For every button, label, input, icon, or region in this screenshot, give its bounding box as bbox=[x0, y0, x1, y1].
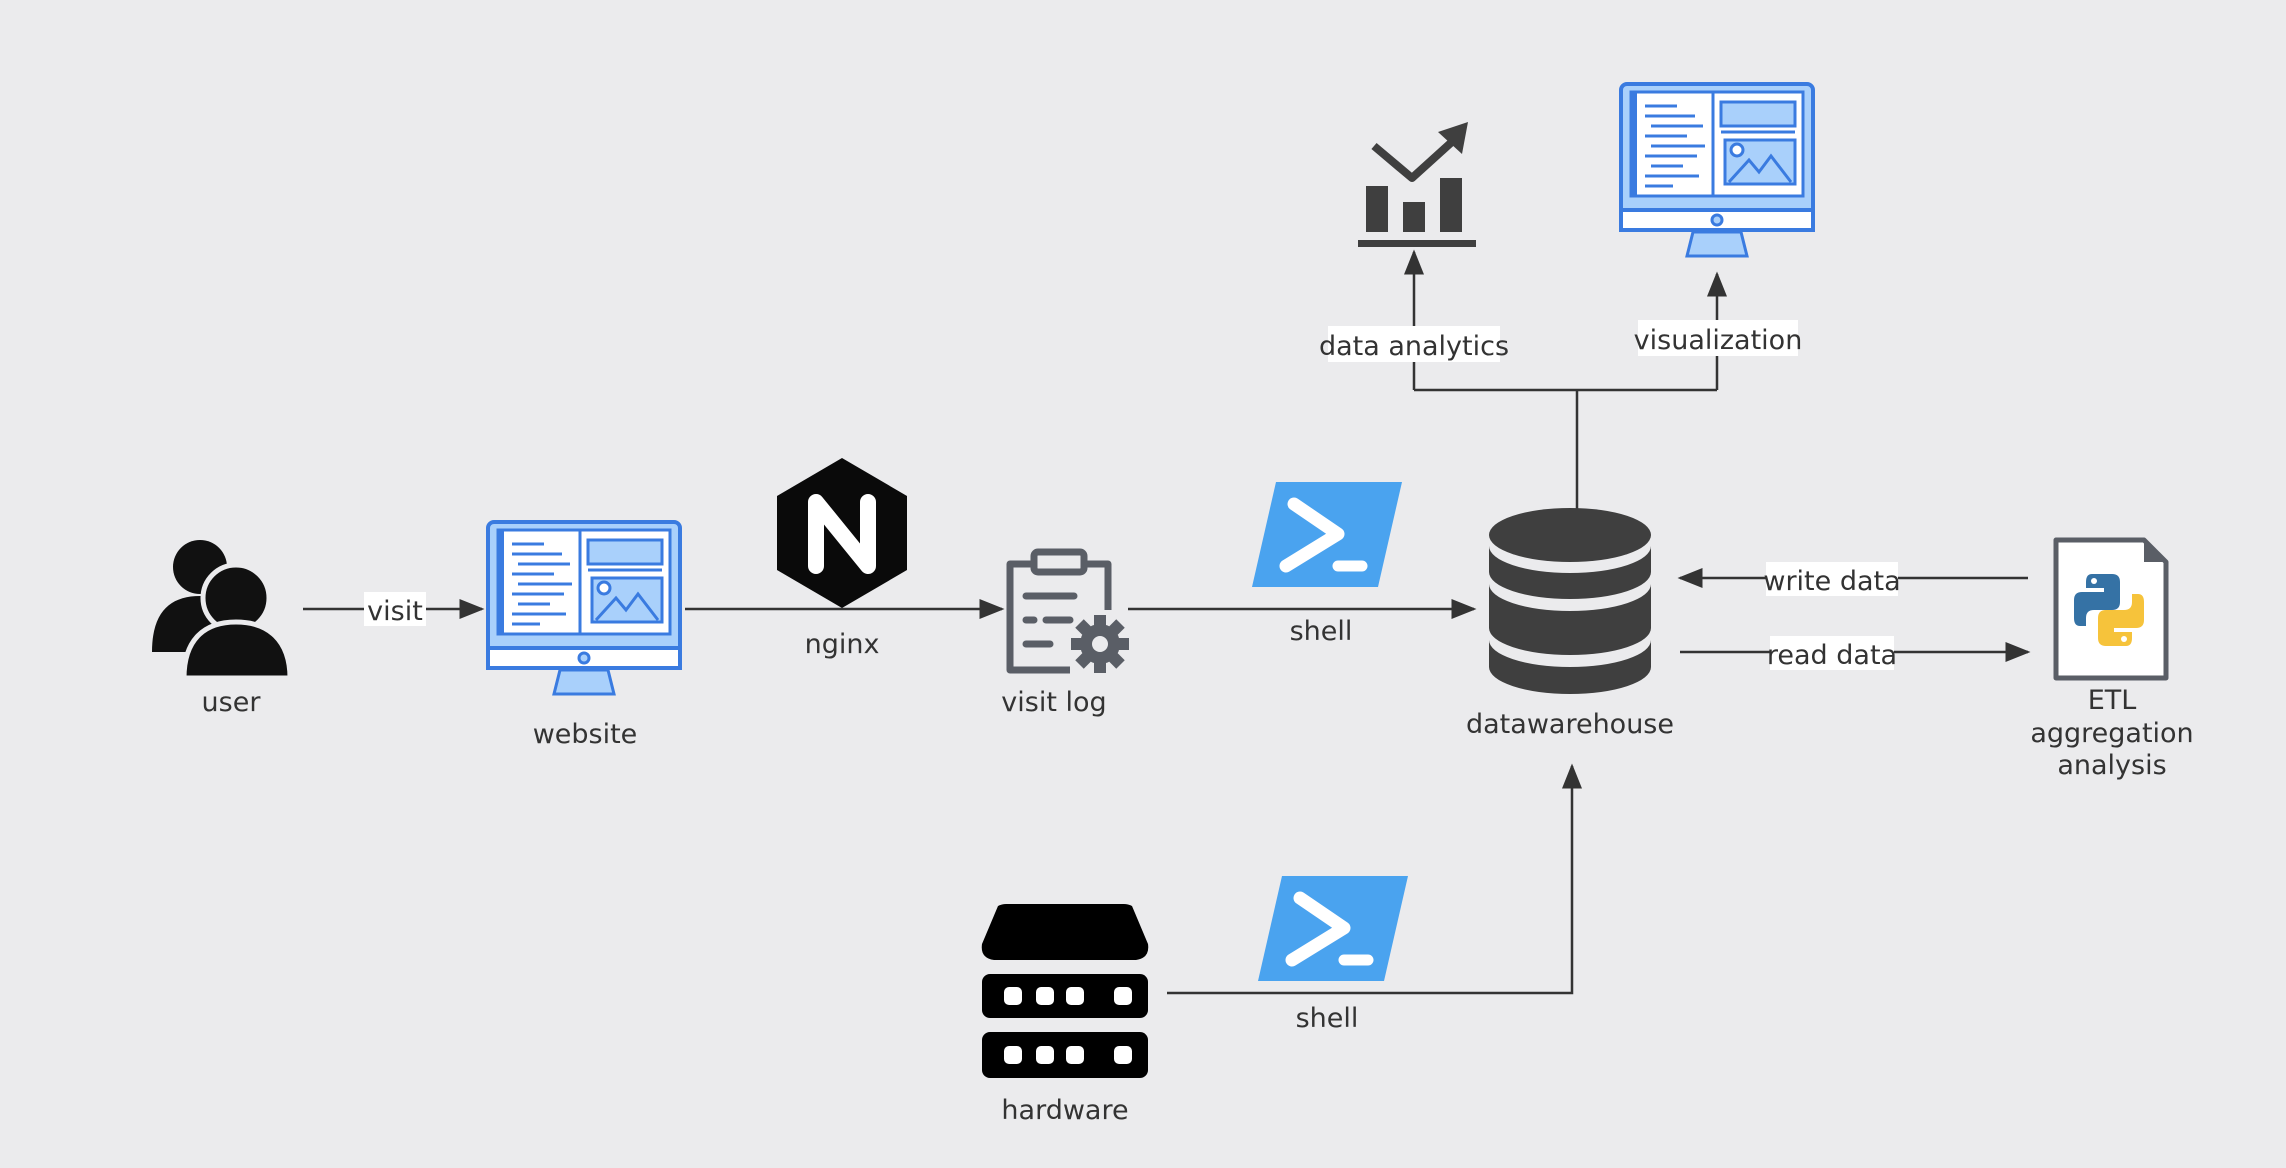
python-file-icon bbox=[2053, 537, 2169, 681]
node-shell-bottom[interactable]: shell bbox=[1258, 876, 1408, 1034]
powershell-icon bbox=[1252, 482, 1402, 587]
nginx-logo-icon bbox=[777, 458, 907, 608]
node-data-analytics[interactable] bbox=[1358, 122, 1476, 247]
node-visualization[interactable] bbox=[1619, 82, 1815, 258]
node-label-user: user bbox=[202, 687, 262, 718]
server-icon bbox=[981, 904, 1149, 1078]
node-label-website: website bbox=[533, 719, 638, 750]
monitor-webpage-icon bbox=[486, 520, 682, 696]
powershell-icon bbox=[1258, 876, 1408, 981]
node-label-visit-log: visit log bbox=[1001, 687, 1106, 718]
edge-label-read-data: read data bbox=[1767, 640, 1897, 671]
node-label-hardware: hardware bbox=[1001, 1095, 1128, 1126]
node-label-etl-line-1: ETL bbox=[2088, 685, 2137, 716]
node-label-shell-bottom: shell bbox=[1296, 1003, 1359, 1034]
edge-hardware-datawarehouse bbox=[1167, 763, 1582, 995]
edge-label-data-analytics: data analytics bbox=[1319, 331, 1509, 362]
node-label-shell-top: shell bbox=[1290, 616, 1353, 647]
node-visit-log[interactable]: visit log bbox=[1001, 548, 1129, 718]
edge-label-visit: visit bbox=[367, 596, 423, 627]
node-label-etl-line-2: aggregation bbox=[2030, 718, 2193, 749]
node-shell-top[interactable]: shell bbox=[1252, 482, 1402, 647]
monitor-webpage-icon bbox=[1619, 82, 1815, 258]
users-icon bbox=[152, 540, 293, 681]
edge-label-visualization: visualization bbox=[1634, 325, 1803, 356]
node-website[interactable]: website bbox=[486, 520, 682, 750]
database-icon bbox=[1489, 508, 1651, 694]
edge-label-write-data: write data bbox=[1763, 566, 1900, 597]
node-datawarehouse[interactable]: datawarehouse bbox=[1466, 508, 1674, 740]
node-label-datawarehouse: datawarehouse bbox=[1466, 709, 1674, 740]
edge-labels: visit data analytics visualization write… bbox=[364, 320, 1901, 671]
node-nginx[interactable]: nginx bbox=[777, 458, 907, 660]
node-label-etl-line-3: analysis bbox=[2057, 750, 2166, 781]
node-user[interactable]: user bbox=[152, 540, 293, 718]
clipboard-gear-icon bbox=[1006, 548, 1129, 674]
edge-datawarehouse-split bbox=[1414, 388, 1717, 509]
node-etl[interactable]: ETL aggregation analysis bbox=[2030, 537, 2194, 781]
chart-trend-up-icon bbox=[1358, 122, 1476, 247]
node-label-nginx: nginx bbox=[805, 629, 880, 660]
node-hardware[interactable]: hardware bbox=[981, 904, 1149, 1126]
